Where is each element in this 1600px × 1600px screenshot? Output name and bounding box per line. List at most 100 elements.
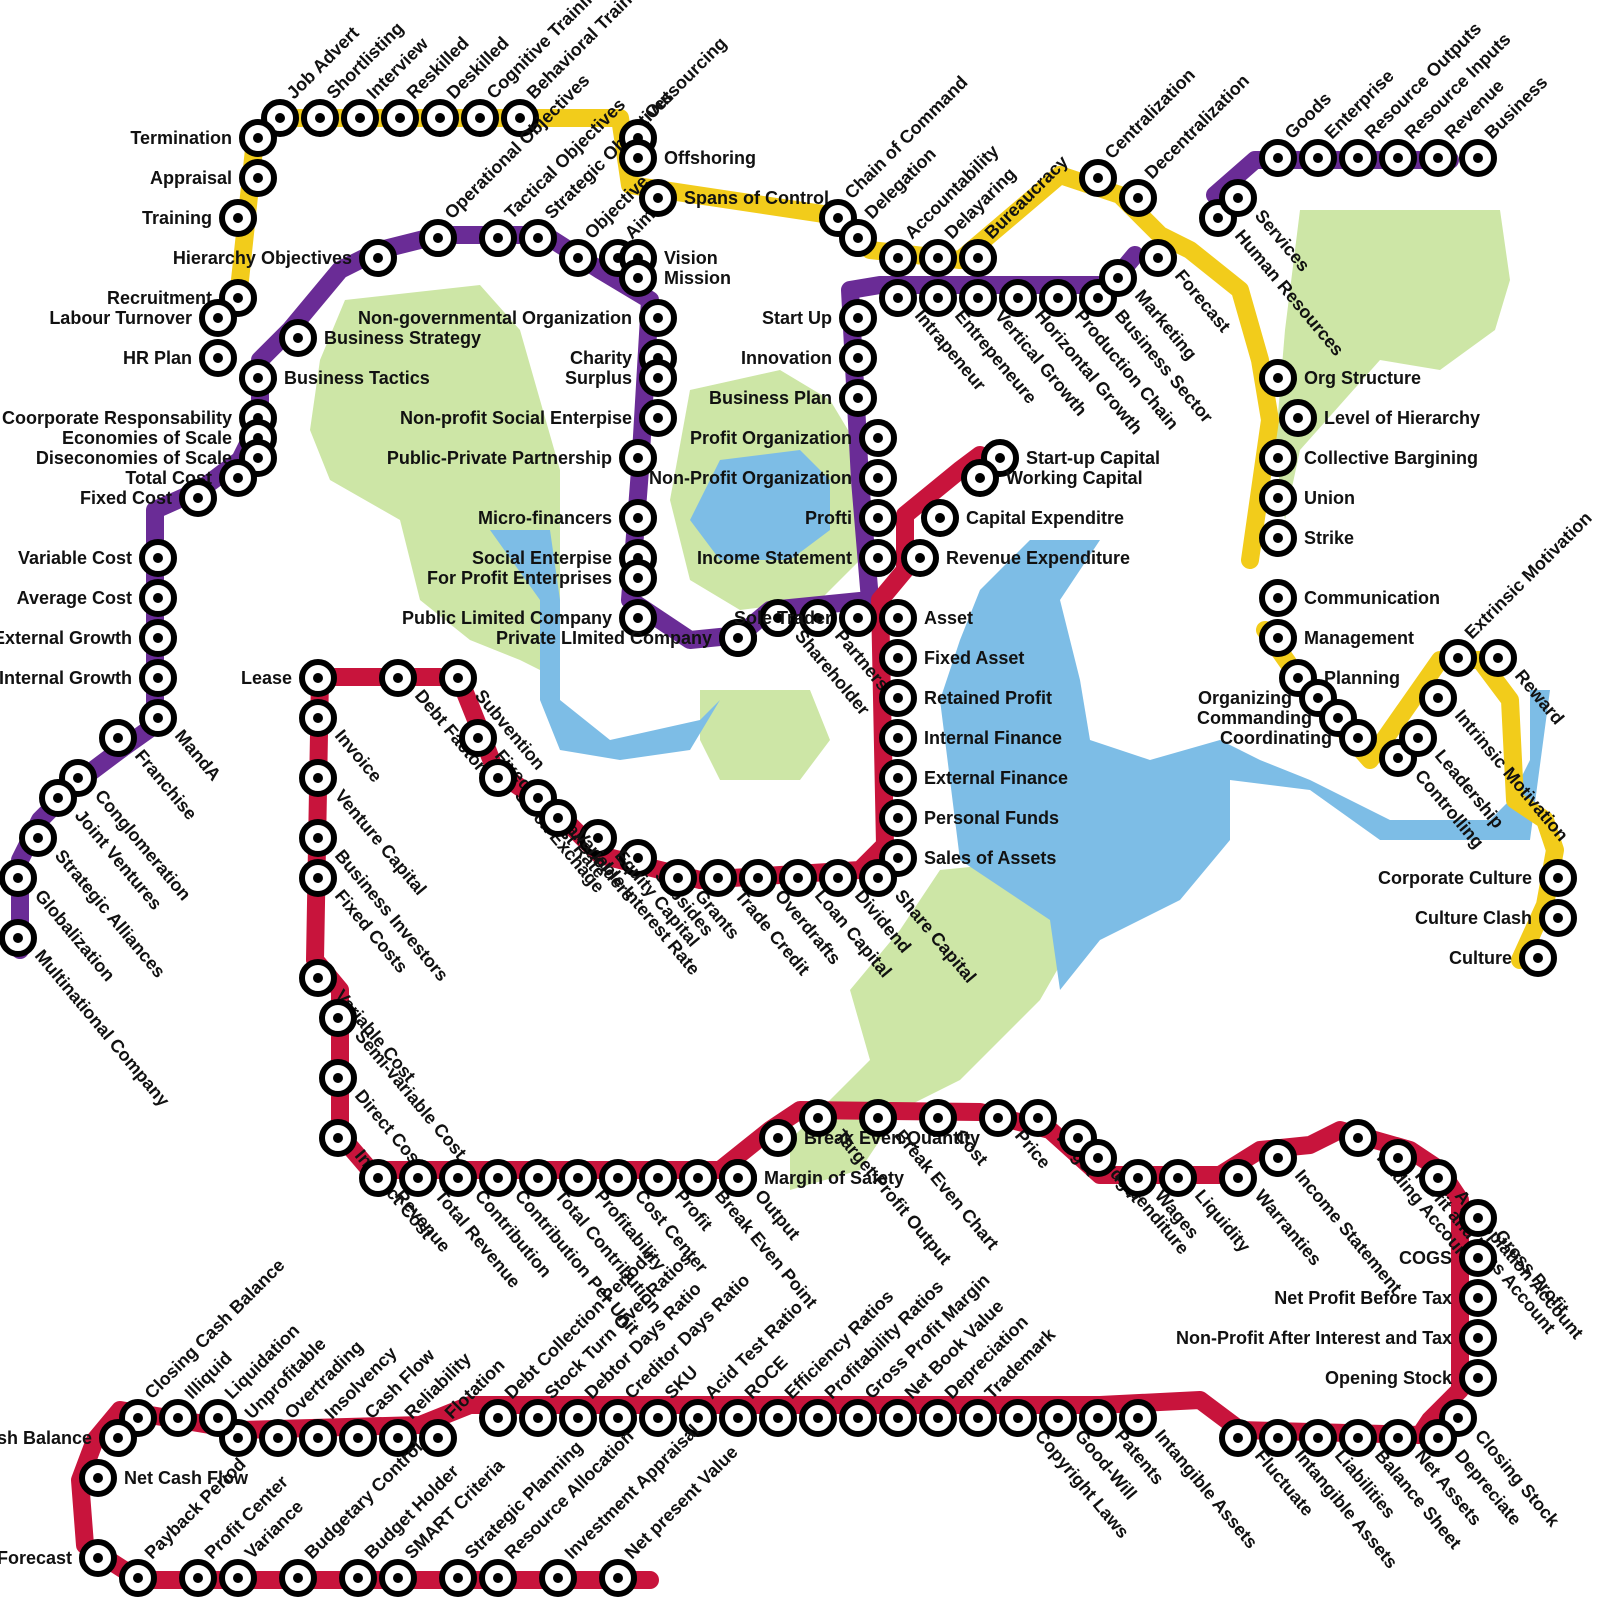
- station-dot: [1413, 733, 1423, 743]
- station-label: Income Statement: [697, 548, 852, 568]
- station-label: Strike: [1304, 528, 1354, 548]
- station[interactable]: HR Plan: [123, 342, 234, 374]
- station[interactable]: Level of Hierarchy: [1282, 402, 1480, 434]
- station-dot: [393, 1433, 403, 1443]
- station-dot: [493, 1173, 503, 1183]
- station-label: Working Capital: [1006, 468, 1143, 488]
- station-dot: [893, 733, 903, 743]
- station-dot: [813, 1413, 823, 1423]
- station-dot: [1233, 193, 1243, 203]
- station[interactable]: Asset: [882, 602, 973, 634]
- station[interactable]: Internal Growth: [0, 662, 174, 694]
- station[interactable]: Average Cost: [17, 582, 174, 614]
- station-label: Labour Turnover: [49, 308, 192, 328]
- station-dot: [733, 1413, 743, 1423]
- station-dot: [633, 573, 643, 583]
- station-dot: [553, 1573, 563, 1583]
- green-area: [700, 690, 830, 780]
- station-label: Extrinsic Motivation: [1461, 508, 1596, 643]
- station-dot: [893, 613, 903, 623]
- station-dot: [353, 1573, 363, 1583]
- station[interactable]: Variable Cost: [18, 542, 174, 574]
- station-dot: [153, 633, 163, 643]
- station-dot: [933, 1113, 943, 1123]
- station-label: Internal Finance: [924, 728, 1062, 748]
- station[interactable]: Planning: [1282, 662, 1400, 694]
- station-dot: [173, 1413, 183, 1423]
- station-dot: [693, 1173, 703, 1183]
- station-label: Business Tactics: [284, 368, 430, 388]
- station[interactable]: Communication: [1262, 582, 1440, 614]
- station-dot: [613, 1173, 623, 1183]
- station[interactable]: Start Up: [762, 302, 874, 334]
- station-dot: [1053, 293, 1063, 303]
- station[interactable]: Culture: [1449, 942, 1554, 974]
- station-dot: [1293, 413, 1303, 423]
- station[interactable]: Opening Stock: [1325, 1362, 1494, 1394]
- station-label: Cash Forecast: [0, 1548, 72, 1568]
- station-dot: [573, 1413, 583, 1423]
- station[interactable]: Innovation: [741, 342, 874, 374]
- station[interactable]: Appraisal: [150, 162, 274, 194]
- station-label: Non-Profit After Interest and Tax: [1176, 1328, 1452, 1348]
- station-dot: [473, 733, 483, 743]
- station[interactable]: Cash Forecast: [0, 1542, 114, 1574]
- station-dot: [1313, 693, 1323, 703]
- station-dot: [713, 873, 723, 883]
- station-label: Non-profit Social Enterpise: [400, 408, 632, 428]
- station-dot: [233, 293, 243, 303]
- station[interactable]: Lease: [241, 662, 334, 694]
- station-dot: [893, 693, 903, 703]
- station-label: Venture Capital: [331, 786, 431, 899]
- station-dot: [1433, 693, 1443, 703]
- station-dot: [1353, 153, 1363, 163]
- station-dot: [633, 453, 643, 463]
- station-dot: [1233, 1433, 1243, 1443]
- station[interactable]: Strike: [1262, 522, 1354, 554]
- station-dot: [1393, 753, 1403, 763]
- station-dot: [393, 673, 403, 683]
- station[interactable]: Culture Clash: [1415, 902, 1574, 934]
- station-dot: [1153, 253, 1163, 263]
- station-dot: [553, 813, 563, 823]
- station-dot: [193, 1573, 203, 1583]
- station[interactable]: Opening Cash Balance: [0, 1422, 134, 1454]
- station[interactable]: Corporate Culture: [1378, 862, 1574, 894]
- station-dot: [355, 113, 365, 123]
- station[interactable]: Training: [142, 202, 254, 234]
- station[interactable]: Chain of Command: [822, 72, 972, 234]
- station[interactable]: Capital Expenditre: [924, 502, 1124, 534]
- station-dot: [93, 1553, 103, 1563]
- station-dot: [853, 393, 863, 403]
- station[interactable]: Non-Profit After Interest and Tax: [1176, 1322, 1494, 1354]
- station-dot: [893, 1413, 903, 1423]
- station-dot: [1393, 153, 1403, 163]
- station-dot: [935, 513, 945, 523]
- station[interactable]: Business: [1462, 72, 1551, 174]
- station[interactable]: External Growth: [0, 622, 174, 654]
- station[interactable]: Extrinsic Motivation: [1442, 508, 1596, 674]
- station-dot: [233, 1573, 243, 1583]
- station-dot: [153, 553, 163, 563]
- station[interactable]: Offshoring: [622, 142, 756, 174]
- station-dot: [1433, 1433, 1443, 1443]
- station-dot: [1093, 1413, 1103, 1423]
- station[interactable]: Outsourcing: [622, 33, 730, 154]
- station-dot: [313, 773, 323, 783]
- station-dot: [1473, 1333, 1483, 1343]
- station-dot: [133, 1573, 143, 1583]
- station-label: Level of Hierarchy: [1324, 408, 1480, 428]
- station-dot: [1473, 153, 1483, 163]
- station-dot: [773, 1413, 783, 1423]
- station[interactable]: Management: [1262, 622, 1414, 654]
- station-dot: [1393, 1433, 1403, 1443]
- station[interactable]: Termination: [130, 122, 274, 154]
- station-dot: [1273, 533, 1283, 543]
- station-dot: [853, 1413, 863, 1423]
- station-label: Management: [1304, 628, 1414, 648]
- station[interactable]: Union: [1262, 482, 1355, 514]
- station-dot: [533, 233, 543, 243]
- station-dot: [275, 113, 285, 123]
- station-dot: [993, 1113, 1003, 1123]
- station-label: Fixed Asset: [924, 648, 1024, 668]
